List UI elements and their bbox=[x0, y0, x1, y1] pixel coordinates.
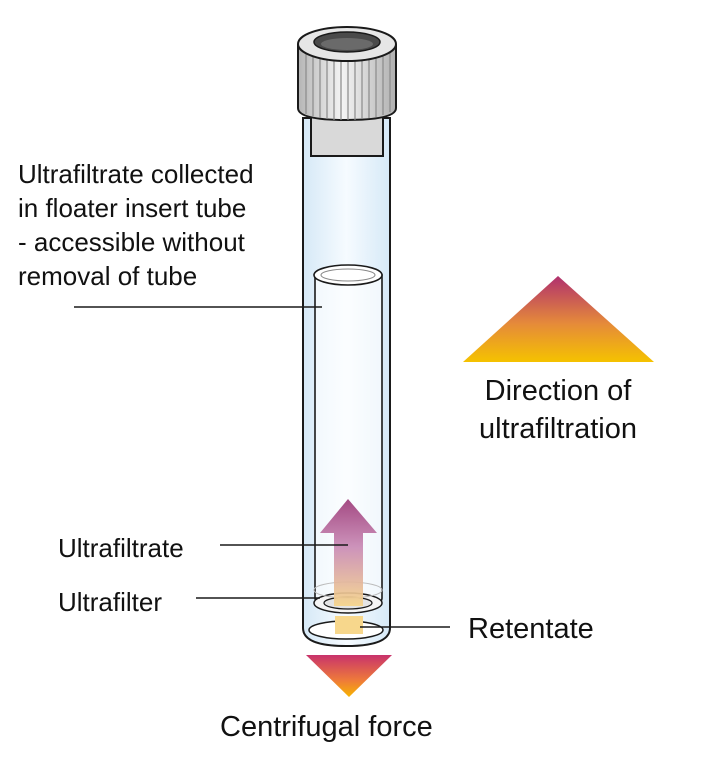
insert-label-line: in floater insert tube bbox=[18, 193, 247, 223]
ultrafilter-label: Ultrafilter bbox=[58, 587, 163, 617]
ultrafiltrate-label: Ultrafiltrate bbox=[58, 533, 184, 563]
insert-label-line: Ultrafiltrate collected bbox=[18, 159, 254, 189]
centrifugal-force-triangle bbox=[306, 655, 392, 697]
insert-tube-label: Ultrafiltrate collected in floater inser… bbox=[18, 157, 308, 293]
centrifugal-force-label: Centrifugal force bbox=[220, 711, 433, 743]
ultrafiltrate-flow-arrow bbox=[320, 499, 377, 606]
direction-label-line: ultrafiltration bbox=[479, 413, 637, 445]
insert-label-line: removal of tube bbox=[18, 261, 198, 291]
retentate-block bbox=[335, 616, 363, 634]
retentate-label: Retentate bbox=[468, 613, 594, 645]
direction-label: Direction of ultrafiltration bbox=[458, 372, 658, 448]
tube-cap bbox=[297, 26, 397, 157]
insert-label-line: - accessible without bbox=[18, 227, 245, 257]
direction-triangle bbox=[463, 276, 654, 362]
direction-label-line: Direction of bbox=[484, 375, 632, 407]
